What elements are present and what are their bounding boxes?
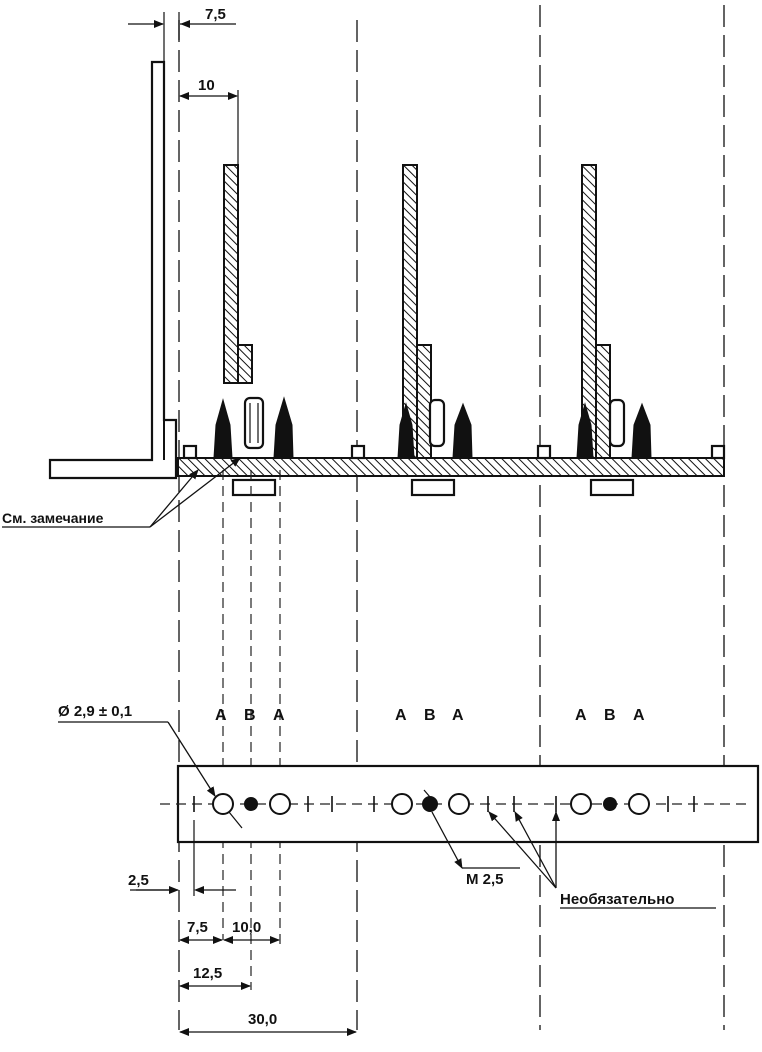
contact-spike-left-2 xyxy=(397,402,415,459)
pin-group-1 xyxy=(213,164,294,497)
hole-a-1a xyxy=(212,793,234,815)
dim-7-5-bottom: 7,5 xyxy=(187,919,208,936)
label-a-1b: A xyxy=(273,707,285,724)
thread-callout: M 2,5 xyxy=(423,789,520,888)
contact-spike-right-3 xyxy=(631,402,652,459)
note-label: См. замечание xyxy=(2,510,104,526)
nut-1 xyxy=(231,478,277,497)
l-bracket xyxy=(48,60,178,480)
top-dimensions: 7,5 10 xyxy=(128,6,239,165)
label-a-1a: A xyxy=(215,707,227,724)
label-a-3b: A xyxy=(633,707,645,724)
screw-3 xyxy=(608,398,626,448)
hole-a-3a xyxy=(570,793,592,815)
label-b-3: B xyxy=(604,707,616,724)
base-plate xyxy=(177,457,725,477)
contact-spike-left-3 xyxy=(576,402,594,459)
screw-2 xyxy=(428,398,446,448)
contact-spike-right-2 xyxy=(452,402,473,459)
thread-label: M 2,5 xyxy=(466,871,504,888)
dim-12-5: 12,5 xyxy=(193,965,222,982)
pin-group-2 xyxy=(397,164,473,497)
label-b-1: B xyxy=(244,707,256,724)
plan-view: A B A A B A A B A xyxy=(160,707,760,844)
optional-callout: Необязательно xyxy=(488,811,716,909)
label-a-2a: A xyxy=(395,707,407,724)
optional-label: Необязательно xyxy=(560,891,674,908)
dim-10-top: 10 xyxy=(198,77,215,94)
nut-3 xyxy=(589,478,635,497)
diameter-callout: Ø 2,9 ± 0,1 xyxy=(58,703,243,829)
hole-b-1 xyxy=(244,797,258,811)
hole-a-1b xyxy=(269,793,291,815)
screw-1 xyxy=(243,396,265,450)
dim-30-0: 30,0 xyxy=(248,1011,277,1028)
label-b-2: B xyxy=(424,707,436,724)
hole-b-3 xyxy=(603,797,617,811)
section-view xyxy=(48,5,726,1030)
contact-spike-left-1 xyxy=(213,398,233,459)
contact-spike-right-1 xyxy=(273,396,294,459)
diameter-label: Ø 2,9 ± 0,1 xyxy=(58,703,132,720)
hole-a-2a xyxy=(391,793,413,815)
label-a-2b: A xyxy=(452,707,464,724)
pin-plate-1 xyxy=(223,164,239,384)
hole-a-2b xyxy=(448,793,470,815)
note-callout: См. замечание xyxy=(2,457,241,528)
bottom-dimensions: 2,5 7,5 10,0 12,5 30,0 xyxy=(128,820,357,1036)
label-a-3a: A xyxy=(575,707,587,724)
dim-7-5-top: 7,5 xyxy=(205,6,226,23)
nut-2 xyxy=(410,478,456,497)
dim-10-0: 10,0 xyxy=(232,919,261,936)
dim-2-5: 2,5 xyxy=(128,872,149,889)
pin-group-3 xyxy=(576,164,652,497)
hole-a-3b xyxy=(628,793,650,815)
hole-b-2 xyxy=(422,796,438,812)
